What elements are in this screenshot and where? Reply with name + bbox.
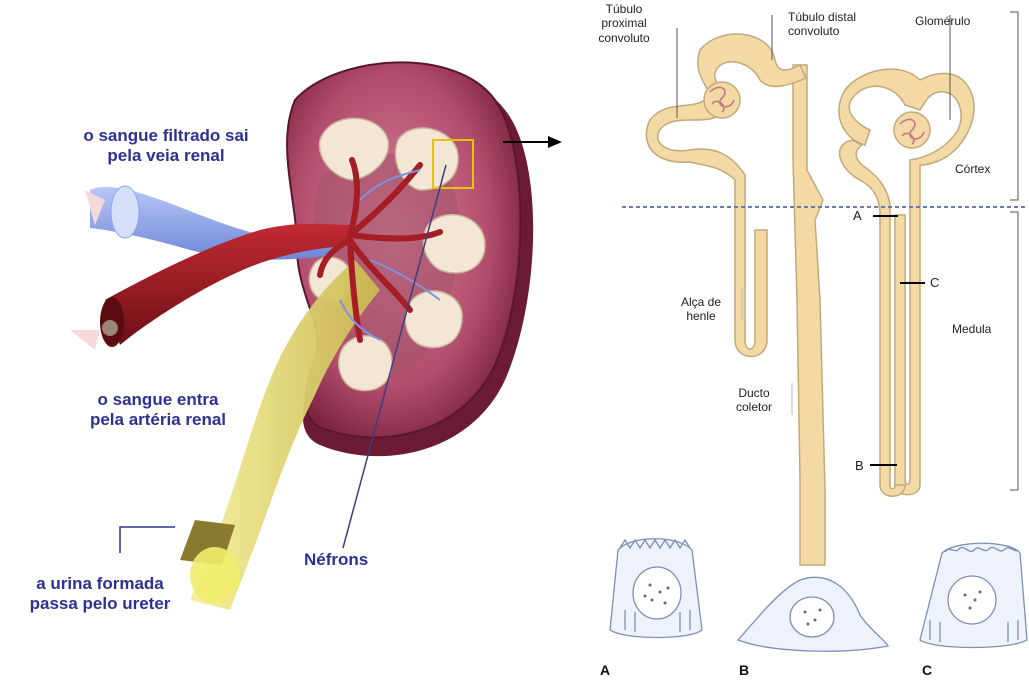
cell-a-label: A	[600, 662, 610, 679]
cell-a	[610, 539, 702, 638]
proximal-tubule-label: Túbulo proximal convoluto	[584, 2, 664, 45]
nephrons-label: Néfrons	[304, 550, 368, 570]
artery-label: o sangue entra pela artéria renal	[42, 390, 274, 431]
collecting-duct-label: Ducto coletor	[722, 386, 786, 415]
medulla-label: Medula	[952, 322, 991, 336]
artery-label-line-2: pela artéria renal	[42, 410, 274, 430]
duct-label-line-2: coletor	[722, 400, 786, 414]
artery-label-line-1: o sangue entra	[42, 390, 274, 410]
vein-label-line-2: pela veia renal	[50, 146, 282, 166]
cortex-label: Córtex	[955, 162, 990, 176]
distal-label-line-2: convoluto	[788, 24, 856, 38]
cell-b	[738, 577, 888, 651]
proximal-label-line-2: proximal	[584, 16, 664, 30]
loop-label-line-2: henle	[665, 309, 737, 323]
collecting-duct	[793, 65, 825, 565]
cell-c	[920, 543, 1027, 647]
proximal-label-line-3: convoluto	[584, 31, 664, 45]
vein-label-line-1: o sangue filtrado sai	[50, 126, 282, 146]
cell-b-label: B	[739, 662, 749, 679]
cell-c-label: C	[922, 662, 932, 679]
ureter-label: a urina formada passa pelo ureter	[0, 574, 200, 615]
loop-label-line-1: Alça de	[665, 295, 737, 309]
loop-of-henle-label: Alça de henle	[665, 295, 737, 324]
marker-c-label: C	[930, 275, 939, 291]
ureter-label-line-1: a urina formada	[0, 574, 200, 594]
proximal-label-line-1: Túbulo	[584, 2, 664, 16]
vein-label: o sangue filtrado sai pela veia renal	[50, 126, 282, 167]
distal-tubule-label: Túbulo distal convoluto	[788, 10, 856, 39]
glomerulus-label: Glomérulo	[915, 14, 970, 28]
marker-b-label: B	[855, 458, 864, 474]
ureter-label-line-2: passa pelo ureter	[0, 594, 200, 614]
distal-label-line-1: Túbulo distal	[788, 10, 856, 24]
marker-a-label: A	[853, 208, 862, 224]
duct-label-line-1: Ducto	[722, 386, 786, 400]
